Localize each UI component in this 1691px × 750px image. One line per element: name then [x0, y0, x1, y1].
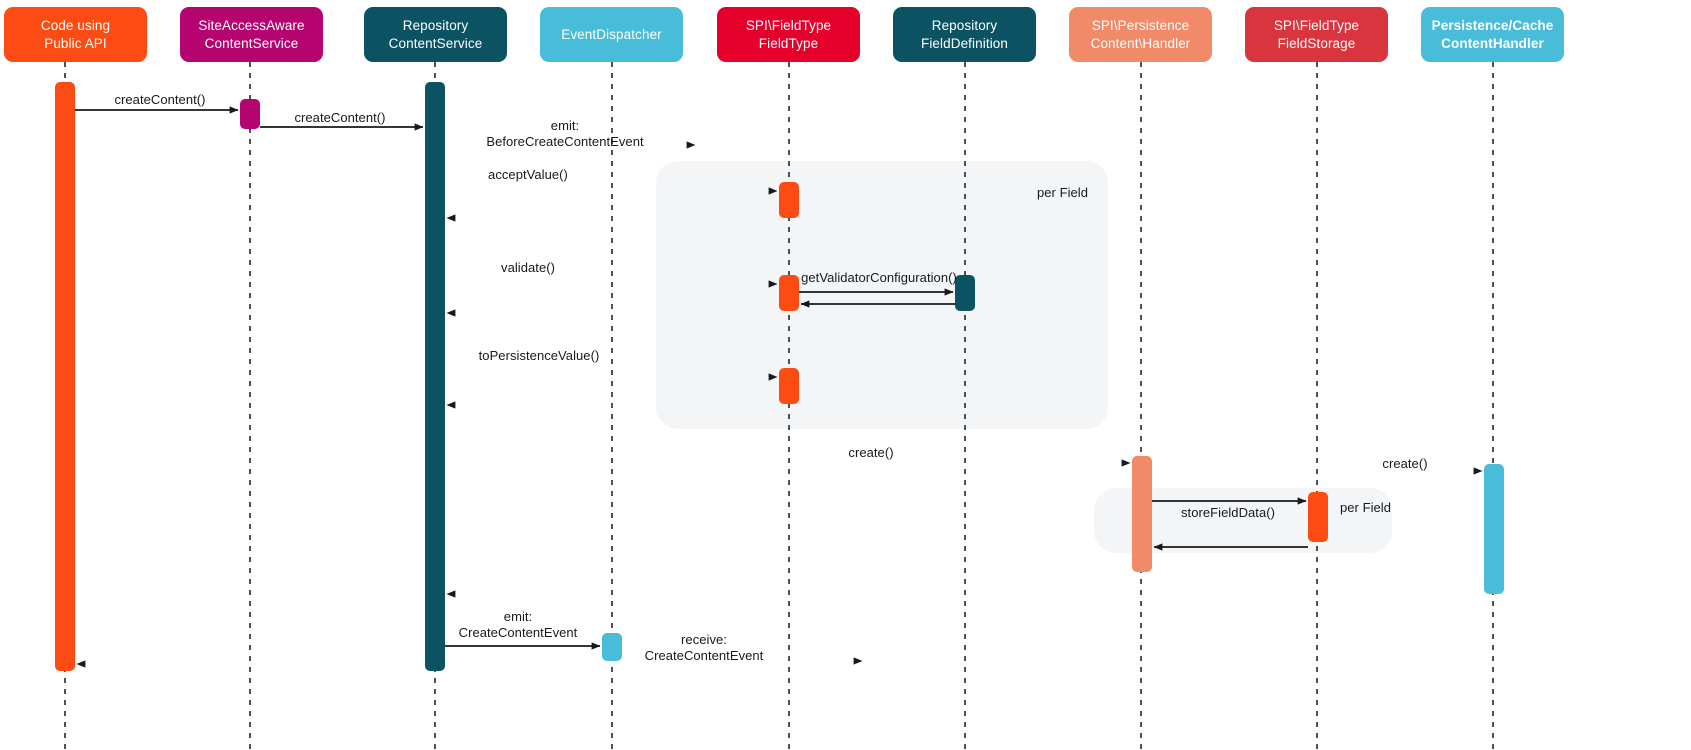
participant-label-repo-fielddef: Repository FieldDefinition — [920, 18, 1009, 51]
participant-spi-persistence[interactable]: SPI\Persistence Content\Handler — [1069, 7, 1212, 62]
activation-bar-act-getvalidator — [955, 275, 975, 311]
activation-bar-act-repo-content — [425, 82, 445, 671]
activation-bars-layer — [55, 82, 1504, 671]
participant-label-siteaccess: SiteAccessAware ContentService — [198, 18, 305, 51]
message-label-msg-4: acceptValue() — [488, 167, 568, 182]
participant-label-repo-content: Repository ContentService — [388, 18, 483, 51]
activation-bar-act-public-api — [55, 82, 75, 671]
message-label-msg-18: receive: CreateContentEvent — [644, 632, 764, 664]
messages-layer — [75, 106, 1484, 668]
activation-bar-act-accept-value — [779, 182, 799, 218]
activation-bar-act-topersistence — [779, 368, 799, 404]
activation-bar-act-siteaccess — [240, 99, 260, 129]
message-label-msg-7: getValidatorConfiguration() — [801, 270, 957, 285]
message-label-msg-2: createContent() — [294, 110, 386, 125]
activation-bar-act-cache-handler — [1484, 464, 1504, 594]
participant-label-spi-fieldtype: SPI\FieldType FieldType — [745, 18, 832, 51]
message-label-msg-3: emit: BeforeCreateContentEvent — [486, 118, 644, 150]
participant-public-api[interactable]: Code using Public API — [4, 7, 147, 62]
message-label-msg-14: storeFieldData() — [1181, 505, 1275, 520]
participant-label-spi-persistence: SPI\Persistence Content\Handler — [1090, 18, 1191, 51]
participant-spi-fieldstorage[interactable]: SPI\FieldType FieldStorage — [1245, 7, 1388, 62]
activation-bar-act-fieldstorage — [1308, 492, 1328, 542]
message-label-msg-12: create() — [848, 445, 894, 460]
message-label-msg-1: createContent() — [114, 92, 206, 107]
activation-bar-act-event-dispatch — [602, 633, 622, 661]
group-label-group-per-field-fieldtype: per Field — [1037, 185, 1089, 200]
group-boxes-layer — [656, 161, 1392, 553]
message-label-msg-17: emit: CreateContentEvent — [458, 609, 578, 641]
activation-bar-act-validate — [779, 275, 799, 311]
participant-event-dispatcher[interactable]: EventDispatcher — [540, 7, 683, 62]
message-label-msg-10: toPersistenceValue() — [478, 348, 600, 363]
participant-label-spi-fieldstorage: SPI\FieldType FieldStorage — [1273, 18, 1360, 51]
participant-cache-handler[interactable]: Persistence/Cache ContentHandler — [1421, 7, 1564, 62]
participant-label-public-api: Code using Public API — [40, 18, 111, 51]
message-label-msg-6: validate() — [501, 260, 555, 275]
message-label-msg-13: create() — [1382, 456, 1428, 471]
participant-repo-content[interactable]: Repository ContentService — [364, 7, 507, 62]
participant-spi-fieldtype[interactable]: SPI\FieldType FieldType — [717, 7, 860, 62]
group-box-group-per-field-fieldtype — [656, 161, 1108, 429]
activation-bar-act-persistence — [1132, 456, 1152, 572]
participant-repo-fielddef[interactable]: Repository FieldDefinition — [893, 7, 1036, 62]
participant-label-event-dispatcher: EventDispatcher — [561, 26, 662, 42]
group-label-group-per-field-storage: per Field — [1340, 500, 1392, 515]
participant-siteaccess[interactable]: SiteAccessAware ContentService — [180, 7, 323, 62]
participant-label-cache-handler: Persistence/Cache ContentHandler — [1431, 18, 1554, 51]
